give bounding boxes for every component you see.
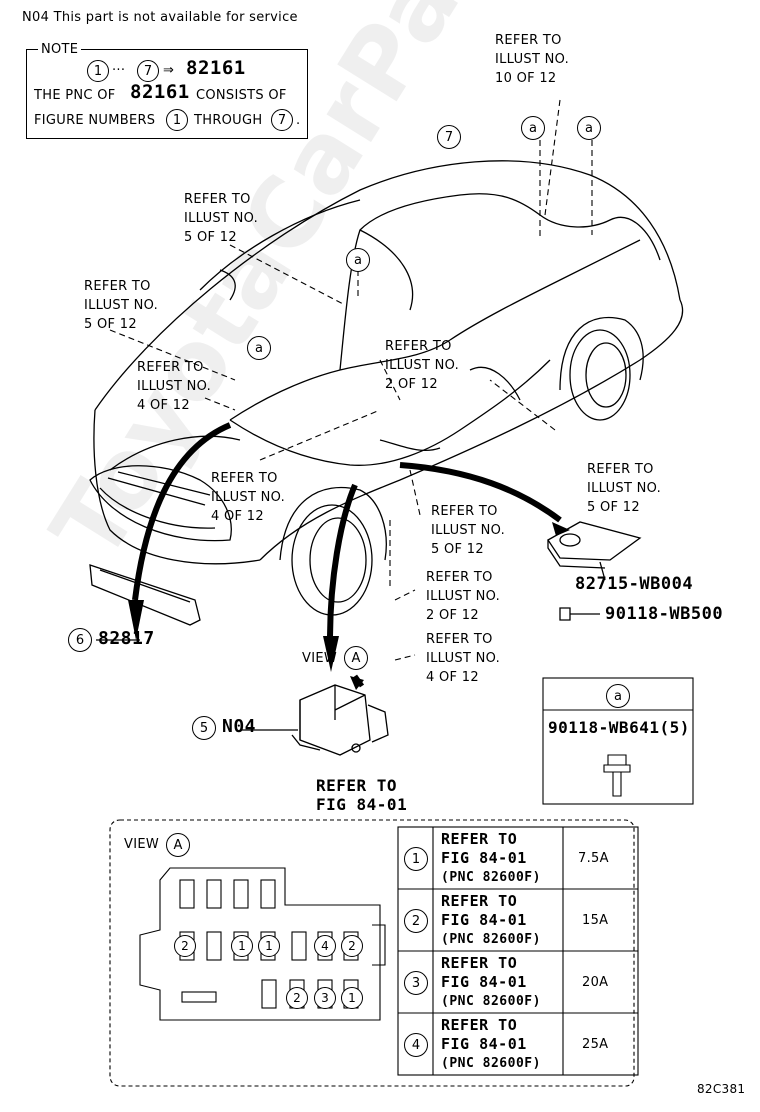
note-line3-end: . bbox=[296, 113, 301, 128]
part-n04: N04 bbox=[222, 716, 257, 737]
callout-7: 7 bbox=[437, 125, 461, 149]
figure-code: 82C381 bbox=[697, 1082, 746, 1096]
note-line3-b: THROUGH bbox=[194, 113, 263, 128]
part-82817: 82817 bbox=[98, 628, 155, 649]
fuse-label-1: 2 bbox=[174, 935, 196, 957]
note-line2-b: CONSISTS OF bbox=[196, 88, 287, 103]
legend-num-4: 4 bbox=[404, 1033, 428, 1057]
fuse-label-2: 1 bbox=[231, 935, 253, 957]
refer-illust-2-center: REFER TO ILLUST NO. 2 OF 12 bbox=[385, 339, 460, 392]
callout-5: 5 bbox=[192, 716, 216, 740]
legend-3-line3: (PNC 82600F) bbox=[441, 994, 541, 1009]
callout-6: 6 bbox=[68, 628, 92, 652]
refer-illust-10: REFER TO ILLUST NO. 10 OF 12 bbox=[495, 33, 570, 86]
refer-illust-2-lower: REFER TO ILLUST NO. 2 OF 12 bbox=[426, 570, 501, 623]
refer-illust-5-lower: REFER TO ILLUST NO. 5 OF 12 bbox=[431, 504, 506, 557]
refer-illust-4-left: REFER TO ILLUST NO. 4 OF 12 bbox=[137, 360, 212, 413]
legend-2-amp: 15A bbox=[582, 913, 609, 928]
legend-4-line2: FIG 84-01 bbox=[441, 1035, 527, 1053]
legend-1-line1: REFER TO bbox=[441, 830, 518, 848]
a-box-part: 90118-WB641(5) bbox=[548, 718, 690, 737]
legend-1-line3: (PNC 82600F) bbox=[441, 870, 541, 885]
note-pnc: 82161 bbox=[186, 57, 246, 79]
legend-2-line1: REFER TO bbox=[441, 892, 518, 910]
view-letter-a: A bbox=[344, 646, 368, 670]
refer-fig-line2: FIG 84-01 bbox=[316, 795, 408, 814]
legend-1-amp: 7.5A bbox=[578, 851, 609, 866]
fuse-label-7: 3 bbox=[314, 987, 336, 1009]
fuse-label-3: 1 bbox=[258, 935, 280, 957]
note-line2-a: THE PNC OF bbox=[34, 88, 116, 103]
legend-4-line3: (PNC 82600F) bbox=[441, 1056, 541, 1071]
legend-1-line2: FIG 84-01 bbox=[441, 849, 527, 867]
legend-num-3: 3 bbox=[404, 971, 428, 995]
fuse-label-6: 2 bbox=[286, 987, 308, 1009]
legend-2-line3: (PNC 82600F) bbox=[441, 932, 541, 947]
note-line2-pnc: 82161 bbox=[130, 81, 190, 103]
note-line3-from: 1 bbox=[166, 109, 188, 131]
note-line3-a: FIGURE NUMBERS bbox=[34, 113, 156, 128]
refer-illust-4-mid: REFER TO ILLUST NO. 4 OF 12 bbox=[211, 471, 286, 524]
legend-3-line1: REFER TO bbox=[441, 954, 518, 972]
fuse-label-5: 2 bbox=[341, 935, 363, 957]
fuse-label-4: 4 bbox=[314, 935, 336, 957]
fuse-label-8: 1 bbox=[341, 987, 363, 1009]
a-box-label: a bbox=[606, 684, 630, 708]
refer-illust-4-lower: REFER TO ILLUST NO. 4 OF 12 bbox=[426, 632, 501, 685]
note-line3-to: 7 bbox=[271, 109, 293, 131]
view-panel-letter: A bbox=[166, 833, 190, 857]
refer-illust-5-top: REFER TO ILLUST NO. 5 OF 12 bbox=[184, 192, 259, 245]
callout-a-1: a bbox=[521, 116, 545, 140]
callout-a-4: a bbox=[247, 336, 271, 360]
refer-fig-line1: REFER TO bbox=[316, 776, 398, 795]
callout-a-3: a bbox=[346, 248, 370, 272]
note-title: NOTE bbox=[38, 40, 82, 59]
legend-3-line2: FIG 84-01 bbox=[441, 973, 527, 991]
header-note: N04 This part is not available for servi… bbox=[22, 10, 298, 25]
note-box bbox=[26, 49, 308, 139]
note-fig-from: 1 bbox=[87, 60, 109, 82]
view-label: VIEW bbox=[302, 651, 337, 666]
note-arrow: ⇒ bbox=[163, 63, 175, 78]
legend-4-line1: REFER TO bbox=[441, 1016, 518, 1034]
refer-illust-5-left: REFER TO ILLUST NO. 5 OF 12 bbox=[84, 279, 159, 332]
view-panel-label: VIEW bbox=[124, 837, 159, 852]
legend-num-1: 1 bbox=[404, 847, 428, 871]
part-82715-wb004: 82715-WB004 bbox=[575, 574, 694, 594]
note-dots: ··· bbox=[112, 63, 126, 78]
part-90118-wb500: 90118-WB500 bbox=[605, 604, 724, 624]
legend-3-amp: 20A bbox=[582, 975, 609, 990]
callout-a-2: a bbox=[577, 116, 601, 140]
legend-num-2: 2 bbox=[404, 909, 428, 933]
legend-2-line2: FIG 84-01 bbox=[441, 911, 527, 929]
refer-illust-5-right: REFER TO ILLUST NO. 5 OF 12 bbox=[587, 462, 662, 515]
legend-4-amp: 25A bbox=[582, 1037, 609, 1052]
note-fig-to: 7 bbox=[137, 60, 159, 82]
